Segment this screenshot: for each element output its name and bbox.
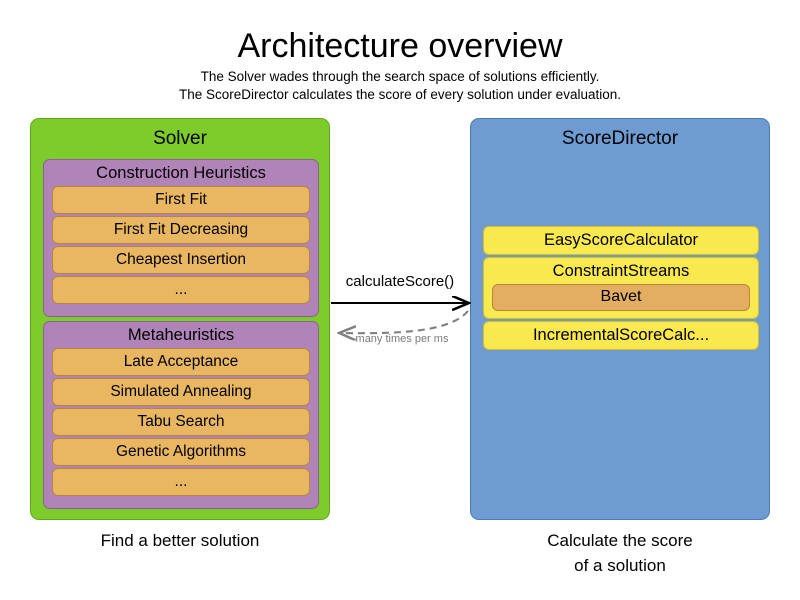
- score-director-caption-line-1: Calculate the score: [547, 531, 693, 550]
- score-director-panel: ScoreDirector EasyScoreCalculator Constr…: [470, 118, 770, 520]
- calculator-constraint-streams-title: ConstraintStreams: [552, 262, 690, 280]
- list-item: Cheapest Insertion: [52, 246, 310, 274]
- list-item: First Fit: [52, 186, 310, 214]
- calculator-constraint-streams: ConstraintStreams Bavet: [483, 257, 759, 319]
- subtitle-line-2: The ScoreDirector calculates the score o…: [179, 87, 621, 102]
- list-item: ...: [52, 276, 310, 304]
- subtitle-line-1: The Solver wades through the search spac…: [200, 69, 600, 84]
- response-arrow: [340, 310, 469, 333]
- solver-caption: Find a better solution: [100, 531, 260, 550]
- list-item: Tabu Search: [52, 408, 310, 436]
- calculator-stack: EasyScoreCalculator ConstraintStreams Ba…: [483, 226, 759, 352]
- calculator-bavet: Bavet: [492, 284, 750, 311]
- solver-panel-title: Solver: [153, 128, 207, 149]
- list-item: First Fit Decreasing: [52, 216, 310, 244]
- list-item: ...: [52, 468, 310, 496]
- page-title: Architecture overview: [237, 27, 563, 65]
- group-construction-heuristics: Construction Heuristics First Fit First …: [43, 159, 319, 317]
- list-item: Late Acceptance: [52, 348, 310, 376]
- group-construction-heuristics-title: Construction Heuristics: [96, 164, 266, 182]
- calculator-easy-score: EasyScoreCalculator: [483, 226, 759, 255]
- score-director-caption: Calculate the score of a solution: [470, 528, 770, 578]
- diagram-header: Architecture overview The Solver wades t…: [0, 0, 800, 104]
- response-arrow-label: many times per ms: [355, 333, 449, 345]
- score-director-caption-line-2: of a solution: [574, 556, 666, 575]
- score-director-panel-title: ScoreDirector: [561, 128, 679, 149]
- list-item: Simulated Annealing: [52, 378, 310, 406]
- group-metaheuristics-title: Metaheuristics: [127, 326, 235, 344]
- group-metaheuristics: Metaheuristics Late Acceptance Simulated…: [43, 321, 319, 509]
- list-item: Genetic Algorithms: [52, 438, 310, 466]
- calculator-incremental-score: IncrementalScoreCalc...: [483, 321, 759, 350]
- request-arrow-label: calculateScore(): [345, 273, 455, 290]
- solver-panel: Solver Construction Heuristics First Fit…: [30, 118, 330, 520]
